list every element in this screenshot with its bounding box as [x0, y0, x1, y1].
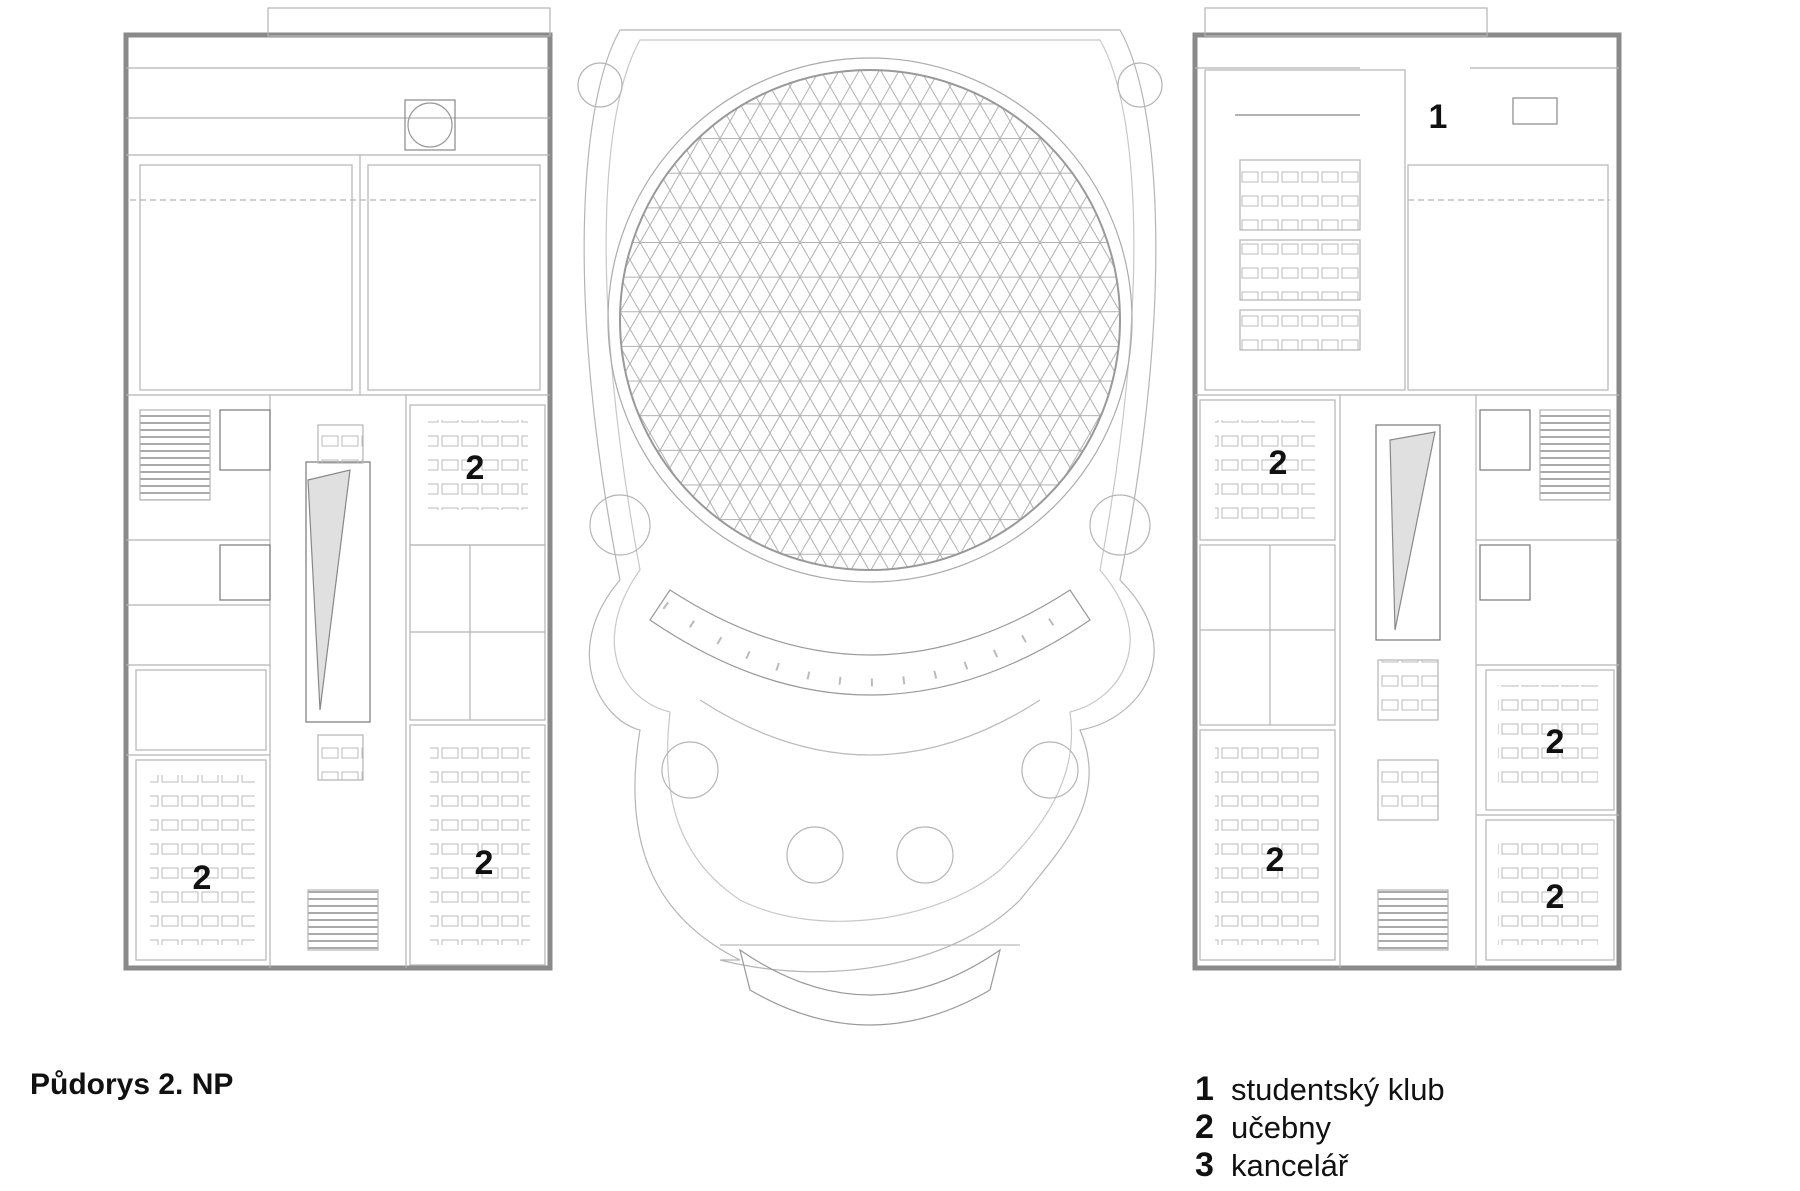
left-elevator-2: [219, 544, 271, 601]
legend-item: 2 učebny: [1195, 1108, 1445, 1146]
right-wing-outline: [1192, 32, 1622, 971]
glass-dome: [619, 69, 1121, 571]
right-hall: [1407, 164, 1609, 391]
legend-label: kancelář: [1231, 1148, 1349, 1183]
auditorium-fan: [649, 589, 1091, 696]
room-label-right-upper-classroom: 2: [1268, 444, 1288, 482]
room-label-right-side-classroom-b: 2: [1545, 878, 1565, 916]
legend-label: studentský klub: [1231, 1072, 1445, 1107]
legend-item: 3 kancelář: [1195, 1146, 1445, 1184]
plan-title: Půdorys 2. NP: [30, 1068, 234, 1101]
room-label-left-lower-classroom-a: 2: [192, 859, 212, 897]
right-elevator-1: [1479, 409, 1531, 471]
legend-number: 2: [1195, 1108, 1214, 1146]
legend: 1 studentský klub 2 učebny 3 kancelář: [1195, 1070, 1445, 1184]
room-label-right-side-classroom-a: 2: [1545, 723, 1565, 761]
right-corridor-void: [1375, 424, 1441, 641]
right-classroom-side-a: [1485, 669, 1615, 811]
central-atrium: [577, 29, 1163, 1026]
right-classroom-lower: [1199, 729, 1336, 961]
right-stair-2: [1377, 889, 1449, 951]
left-stair-2: [307, 889, 379, 951]
left-wing: [123, 7, 553, 971]
room-label-left-upper-classroom: 2: [465, 449, 485, 487]
left-elevator-1: [219, 409, 271, 471]
room-label-right-lower-classroom: 2: [1265, 841, 1285, 879]
right-rooftop-unit: [1204, 7, 1488, 37]
left-classroom-lower-a: [135, 759, 267, 961]
left-rooftop-unit: [267, 7, 551, 37]
left-spiral-stair: [404, 99, 456, 151]
room-label-left-lower-classroom-b: 2: [474, 844, 494, 882]
right-elevator-2: [1479, 544, 1531, 601]
left-wing-outline: [123, 32, 553, 971]
room-label-club: 1: [1428, 98, 1448, 136]
entrance-canopy: [739, 948, 1001, 1026]
left-classroom-lower-b: [409, 724, 546, 966]
left-hall-1: [139, 164, 353, 391]
right-classroom-upper: [1199, 399, 1336, 541]
left-hall-2: [367, 164, 541, 391]
legend-label: učebny: [1231, 1110, 1331, 1145]
right-stair-1: [1539, 409, 1611, 501]
legend-number: 1: [1195, 1070, 1214, 1108]
right-restrooms: [1199, 544, 1336, 726]
legend-number: 3: [1195, 1146, 1214, 1184]
atrium-outline: [583, 29, 1157, 973]
right-wing: [1192, 7, 1622, 971]
legend-item: 1 studentský klub: [1195, 1070, 1445, 1108]
right-classroom-side-b: [1485, 819, 1615, 961]
left-office-room: [135, 669, 267, 751]
club-area: [1204, 69, 1406, 391]
left-stair-1: [139, 409, 211, 501]
